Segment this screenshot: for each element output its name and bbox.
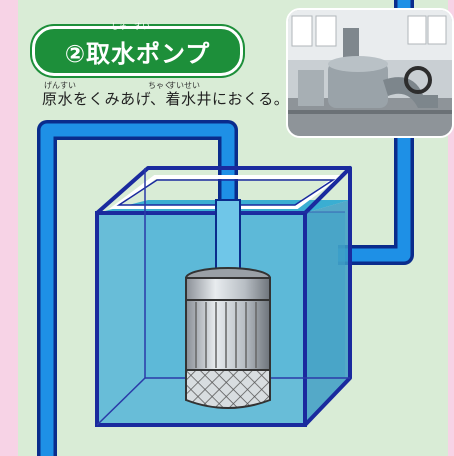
title-badge: ②取水ポンプ <box>32 26 243 76</box>
desc-ruby-sui2: すい <box>168 81 184 90</box>
pump-column <box>215 199 241 271</box>
desc-ruby-gen: げん <box>44 81 60 90</box>
pump-station-photo <box>286 8 454 138</box>
left-pipe <box>37 120 238 456</box>
title-ruby-sui: すい <box>134 22 150 31</box>
title-ruby-shu: しゅ <box>111 22 127 31</box>
description-text: 原水をくみあげ、着水井におくる。 <box>42 90 290 108</box>
desc-ruby-sei: せい <box>184 81 200 90</box>
desc-ruby-sui1: すい <box>60 81 76 90</box>
desc-ruby-chaku: ちゃく <box>148 81 172 90</box>
page-title: ②取水ポンプ <box>64 39 211 68</box>
submersible-pump <box>185 267 271 409</box>
